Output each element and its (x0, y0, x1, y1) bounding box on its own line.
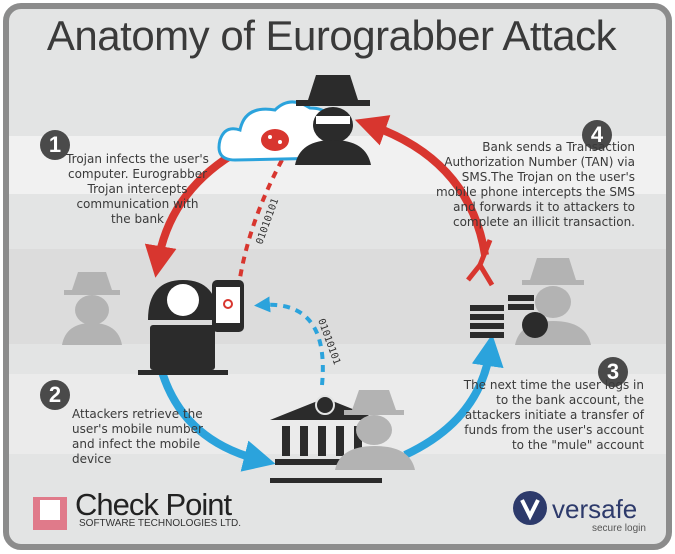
money-stack-icon (470, 295, 548, 338)
blue-arrow-left (156, 363, 276, 472)
binary-label: 01010101 (254, 197, 281, 246)
checkpoint-subtitle: SOFTWARE TECHNOLOGIES LTD. (79, 518, 242, 529)
hacker-top-icon (295, 75, 371, 165)
versafe-subtitle: secure login (592, 523, 646, 534)
mobile-phone-icon (212, 280, 244, 332)
step-4-text: Bank sends a Transaction Authorization N… (435, 140, 635, 229)
hacker-bottom-icon (335, 390, 415, 470)
checkpoint-logo (33, 497, 67, 530)
hacker-left-icon (62, 272, 122, 345)
user-icon (138, 280, 228, 375)
step-number-3: 3 (598, 357, 628, 387)
blue-dashed-link (254, 296, 325, 386)
versafe-name: versafe (552, 494, 638, 524)
step-number-1: 1 (40, 130, 70, 160)
versafe-logo (513, 491, 547, 525)
page-title: Anatomy of Eurograbber Attack (46, 12, 617, 59)
blue-arrow-right (403, 334, 504, 459)
red-arrow-right (354, 115, 489, 256)
robot-claw-icon (466, 239, 495, 287)
red-arrow-left (144, 146, 242, 278)
checkpoint-name: Check Point (75, 487, 232, 522)
step-3-text: The next time the user logs in to the ba… (463, 378, 644, 452)
step-2-text: Attackers retrieve the user's mobile num… (72, 407, 203, 466)
step-number-2: 2 (40, 380, 70, 410)
bank-icon (270, 395, 382, 483)
step-1-text: Trojan infects the user's computer. Euro… (66, 152, 209, 226)
red-dashed-link (238, 159, 284, 279)
step-number-4: 4 (582, 120, 612, 150)
